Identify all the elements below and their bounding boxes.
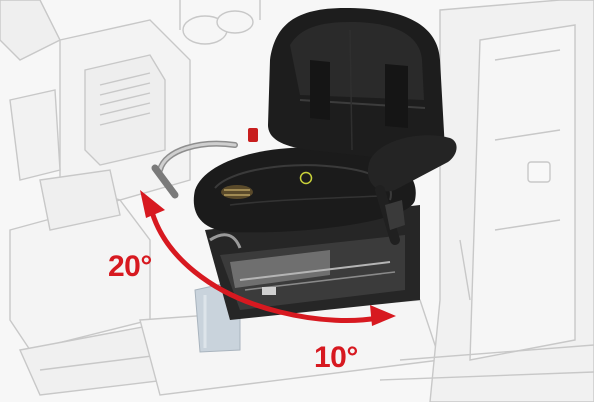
rotation-left-angle-label: 20°	[108, 250, 152, 283]
cushion-marker-icon	[299, 171, 313, 185]
adjust-lever-red-icon	[248, 128, 258, 142]
seat-backrest	[268, 8, 445, 162]
curved-double-arrow-icon	[140, 190, 396, 326]
steering-column	[151, 140, 238, 199]
seat-suspension	[205, 205, 420, 320]
seat-armrest	[367, 135, 457, 245]
rotation-right-angle-label: 10°	[314, 341, 358, 374]
